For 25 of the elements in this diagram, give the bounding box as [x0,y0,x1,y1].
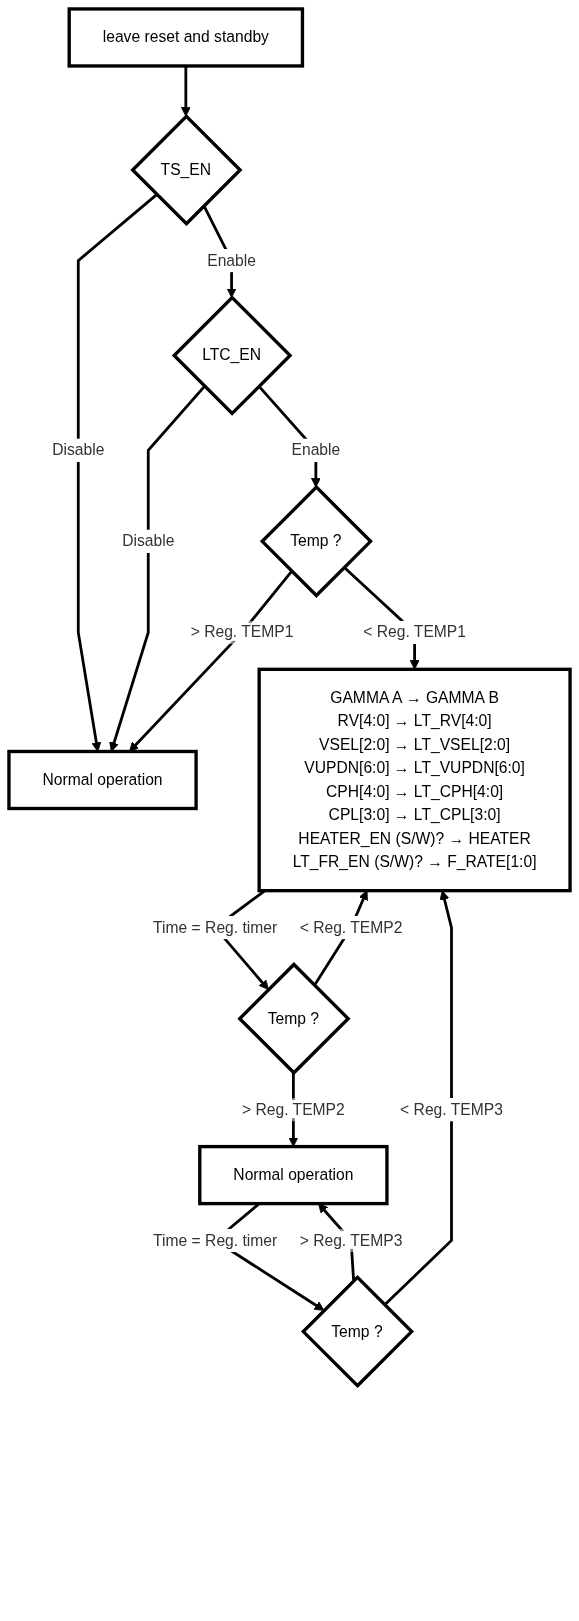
arrow [383,890,453,1306]
node-diamond: Temp ? [259,484,373,598]
edge-label: Disable [122,531,175,550]
arrow [109,385,206,752]
edge-label: < Reg. TEMP2 [299,918,403,936]
edge-label: > Reg. TEMP3 [299,1231,403,1249]
node-diamond: Temp ? [237,962,351,1076]
node-diamond: TS_EN [130,113,243,227]
edge-label: Enable [291,440,341,459]
node-box: leave reset and standby [67,7,305,68]
node-box: GAMMA A → GAMMA B RV[4:0] → LT_RV[4:0] VSEL[2:0] → LT_VSEL[2:0] VUPDN[6:0] → LT_VUPDN[6:0] CPH[4:0] → LT_CPH[4:0] CPL[3:0] → LT_CPL[3:0] HEATER_EN (S/W)? → HEATER LT_FR_EN (S/W)? → F_RATE[1:0] [257,667,572,893]
edge-label: < Reg. TEMP3 [400,1100,503,1119]
edge-label: Enable [207,251,256,270]
node-box: Normal operation [198,1144,389,1206]
edge-label: < Reg. TEMP1 [363,622,467,641]
edge-label: Disable [52,440,105,459]
node-diamond: Temp ? [300,1275,415,1389]
arrow [76,193,158,752]
node-box: Normal operation [7,749,198,811]
edge-label: > Reg. TEMP1 [190,622,294,641]
node-diamond: LTC_EN [171,295,293,416]
arrow [180,65,191,117]
edge-label: > Reg. TEMP2 [241,1100,345,1119]
edge-label: Time = Reg. timer [153,1231,278,1249]
edge-label: Time = Reg. timer [153,918,278,936]
